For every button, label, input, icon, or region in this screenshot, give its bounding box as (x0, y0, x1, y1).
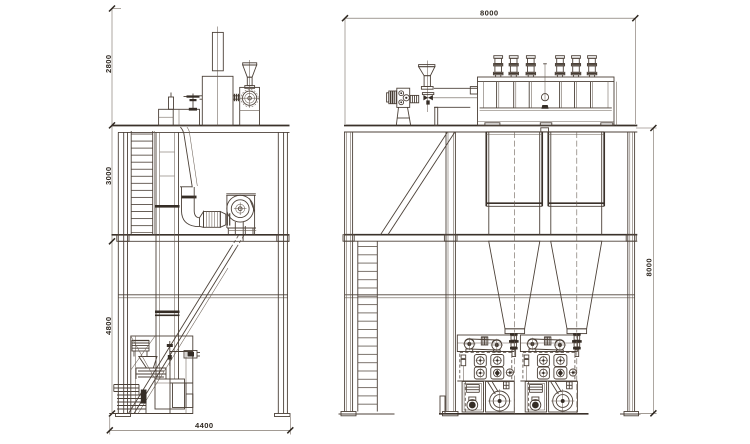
side-height-dimension: 8000 (636, 124, 657, 417)
front-press-machine-group (113, 335, 200, 414)
dimension-4400-label: 4400 (195, 421, 214, 430)
side-access-ladder (357, 241, 378, 412)
dimension-8000-width-label: 8000 (480, 9, 499, 18)
side-width-dimension: 8000 (341, 9, 639, 124)
side-structure-frame (338, 124, 641, 417)
bucket-elevator-legs (155, 132, 180, 379)
pellet-mill-units (439, 332, 583, 414)
side-elevation-view: 8000 8000 (338, 9, 657, 417)
airlock-fitting-1 (492, 55, 504, 78)
airlock-fitting-5 (570, 55, 582, 78)
airlock-fitting-4 (554, 55, 566, 78)
front-access-ladder (130, 131, 155, 235)
screw-feeder (386, 60, 478, 126)
airlock-fitting-3 (525, 55, 537, 78)
front-elevation-view: 2800 3000 4800 4400 (104, 4, 294, 435)
conditioner-box (199, 26, 240, 126)
bucket-elevator-head (158, 92, 200, 126)
airlock-fitting-2 (508, 55, 520, 78)
cooler-machine (469, 55, 617, 126)
pellet-mill-2 (519, 332, 583, 414)
airlock-fitting-6 (586, 55, 598, 78)
rotary-feeder-unit (239, 60, 260, 126)
pellet-mill-1 (456, 332, 520, 414)
dimension-2800-label: 2800 (104, 55, 113, 74)
dimension-4800-label: 4800 (104, 317, 113, 336)
cyclone-cone-2 (550, 240, 603, 330)
cyclone-bins (485, 127, 606, 335)
pneumatic-duct (180, 126, 231, 228)
inclined-conveyor (128, 234, 245, 414)
centrifugal-fan (226, 193, 257, 235)
dimension-8000-height-label: 8000 (645, 258, 654, 277)
dimension-3000-label: 3000 (104, 167, 113, 186)
exhaust-stack (211, 31, 224, 72)
front-width-dimension: 4400 (106, 417, 294, 435)
